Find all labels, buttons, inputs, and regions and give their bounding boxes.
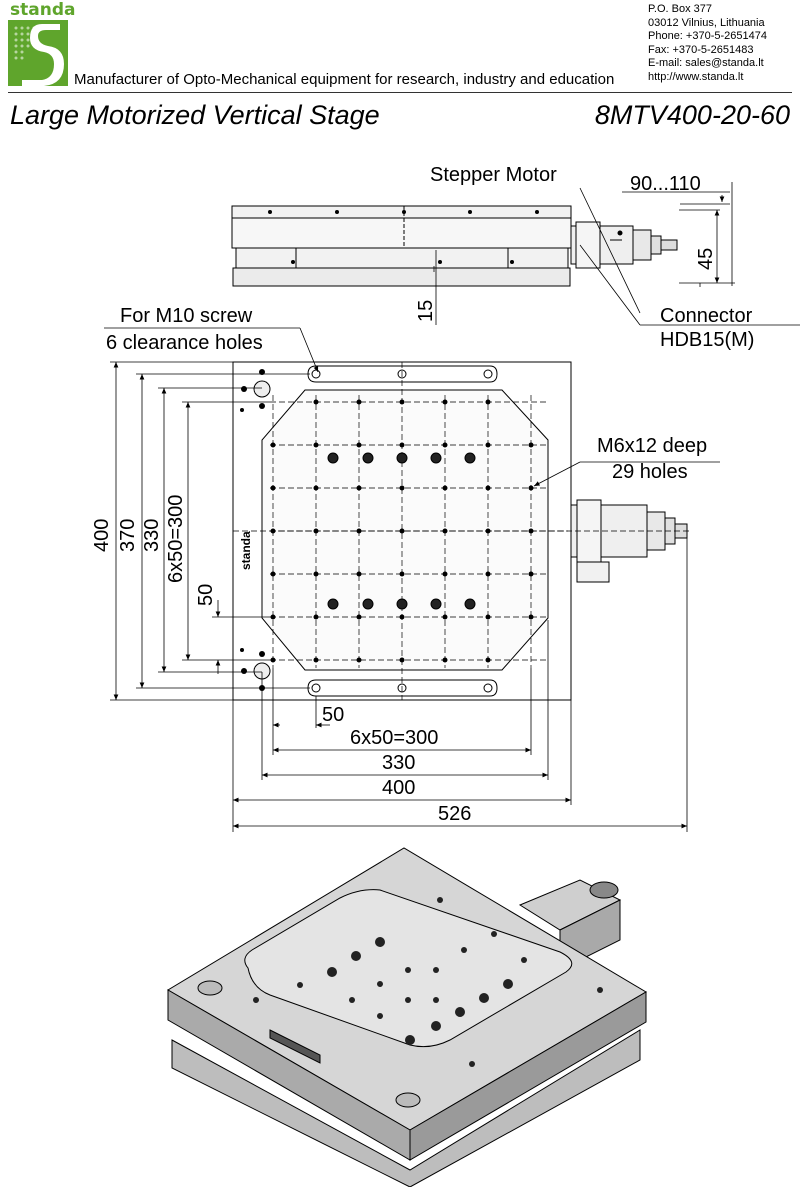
dim-h-330: 330	[382, 752, 415, 774]
holes-count-label: 29 holes	[612, 461, 688, 483]
stepper-motor-label: Stepper Motor	[430, 164, 557, 186]
page-title: Large Motorized Vertical Stage	[10, 100, 380, 130]
stage-logo-text: standa	[239, 531, 253, 570]
side-view	[231, 205, 678, 287]
tagline: Manufacturer of Opto-Mechanical equipmen…	[74, 71, 615, 88]
dim-v-pitch: 6x50=300	[165, 495, 187, 583]
phone-line: Phone: +370-5-2651474	[648, 30, 767, 43]
screw-label: For M10 screw	[120, 305, 253, 327]
dim-h-400: 400	[382, 777, 415, 799]
website-line: http://www.standa.lt	[648, 70, 744, 83]
motor-length-dim: 90...110	[630, 173, 701, 195]
dim-h-526: 526	[438, 803, 471, 825]
m6-hole-grid	[240, 399, 534, 663]
clearance-holes-label: 6 clearance holes	[106, 332, 263, 354]
plate-thickness-dim: 15	[415, 300, 437, 322]
contact-address: P.O. Box 377 03012 Vilnius, Lithuania Ph…	[648, 3, 767, 85]
header-divider	[8, 92, 792, 93]
iso-holes	[253, 897, 603, 1067]
address-line: P.O. Box 377	[648, 3, 713, 15]
standa-logo	[8, 2, 70, 93]
dim-v-50: 50	[195, 584, 217, 606]
isometric-view	[167, 847, 647, 1187]
dim-v-330: 330	[141, 519, 163, 552]
dim-h-50: 50	[322, 704, 344, 726]
fax-line: Fax: +370-5-2651483	[648, 43, 754, 56]
email-line: E-mail: sales@standa.lt	[648, 57, 764, 70]
connector-type: HDB15(M)	[660, 329, 754, 351]
brand-name: standa	[10, 0, 76, 20]
m6-holes-label: M6x12 deep	[597, 435, 707, 457]
large-hole-row	[327, 452, 476, 610]
model-number: 8MTV400-20-60	[594, 100, 790, 130]
top-view	[232, 361, 690, 701]
address-line: 03012 Vilnius, Lithuania	[648, 16, 765, 29]
dim-v-400: 400	[91, 519, 113, 552]
height-dim: 45	[695, 248, 717, 270]
dim-v-370: 370	[117, 519, 139, 552]
connector-label: Connector	[660, 305, 753, 327]
dim-h-pitch: 6x50=300	[350, 727, 438, 749]
